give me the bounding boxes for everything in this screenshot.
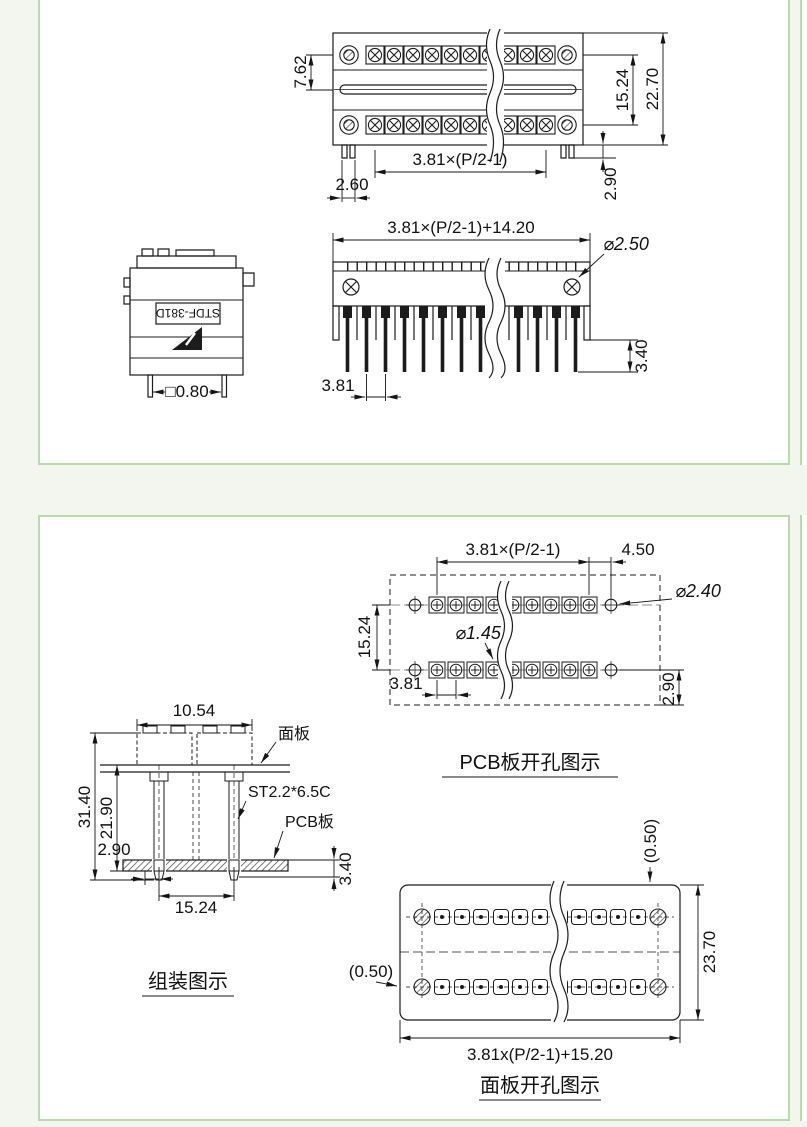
dim-pad-hole-dia: ⌀1.45 (455, 623, 502, 643)
connector-dimension-drawing: 15.24 22.70 7.62 3.81×(P/2-1) 2.60 2.90 … (123, 27, 668, 401)
dim-pcb-pitch-formula: 3.81×(P/2-1) (466, 540, 561, 559)
front-view-dimensions (332, 233, 638, 401)
top-view-break-line (485, 27, 505, 163)
panel-label: 面板 (278, 725, 310, 743)
dim-pcb-edge-offset: 2.90 (659, 672, 678, 705)
cutout-view-geometry (399, 884, 681, 1021)
front-view-geometry (332, 261, 591, 372)
dim-board-thickness: 3.40 (336, 852, 355, 885)
dim-half-pitch: 7.62 (291, 55, 310, 88)
top-view-geometry (332, 32, 584, 159)
dim-total-height: 31.40 (75, 786, 94, 829)
dim-clearance-left: (0.50) (349, 962, 393, 981)
dim-mount-hole-dia: ⌀2.40 (675, 581, 721, 601)
adjacent-sheet-edge-bottom (800, 515, 807, 1121)
dim-hole-offset: 2.90 (97, 840, 130, 859)
pcb-view-caption: PCB板开孔图示 (459, 751, 600, 774)
dim-row-spacing: 15.24 (613, 69, 632, 112)
front-view-break-line (484, 256, 506, 379)
dim-pin-pitch: 3.81 (321, 376, 354, 395)
assembly-view-geometry (100, 725, 290, 881)
side-view-geometry (123, 248, 255, 398)
dim-below-panel-height: 21.90 (97, 797, 116, 840)
cutout-view-dimensions (375, 867, 704, 1043)
part-number-label: STDF-381D (156, 306, 220, 320)
dim-plug-width: 10.54 (173, 701, 216, 720)
dim-cutout-height: 23.70 (700, 931, 719, 974)
dim-pin-length: 3.40 (632, 339, 651, 372)
dim-width-formula: 3.81×(P/2-1)+14.20 (387, 218, 534, 237)
dim-mount-spacing: 15.24 (175, 898, 218, 917)
top-view-dimensions (306, 32, 668, 202)
screw-spec-label: ST2.2*6.5C (248, 784, 331, 801)
cutout-view-caption: 面板开孔图示 (480, 1074, 600, 1097)
dim-clearance-top: (0.50) (641, 819, 660, 863)
pcb-view-dimensions (372, 557, 684, 706)
dim-pcb-row-spacing: 15.24 (355, 616, 374, 659)
dim-end-offset: 2.60 (335, 175, 368, 194)
assembly-view-caption: 组装图示 (148, 970, 228, 993)
cutout-view-break-line (549, 879, 569, 1026)
dim-screw-hole: ⌀2.50 (603, 234, 649, 254)
mounting-dimension-drawing: 3.81×(P/2-1) 4.50 ⌀2.40 15.24 ⌀1.45 3.81… (75, 540, 721, 1101)
dim-cutout-width-formula: 3.81x(P/2-1)+15.20 (467, 1045, 613, 1064)
dim-pcb-end-offset: 4.50 (621, 540, 654, 559)
assembly-view-dimensions (90, 719, 340, 901)
dim-pin-size: □0.80 (165, 382, 208, 401)
dim-overall-height: 22.70 (643, 68, 662, 111)
dim-pcb-pad-pitch: 3.81 (389, 674, 422, 693)
pcb-board-label: PCB板 (285, 813, 334, 831)
pcb-view-break-line (496, 579, 514, 701)
dim-pitch-formula: 3.81×(P/2-1) (413, 150, 508, 169)
pcb-view-geometry (389, 574, 661, 706)
dim-leg-offset: 2.90 (601, 167, 620, 200)
adjacent-sheet-edge-top (800, 0, 807, 465)
